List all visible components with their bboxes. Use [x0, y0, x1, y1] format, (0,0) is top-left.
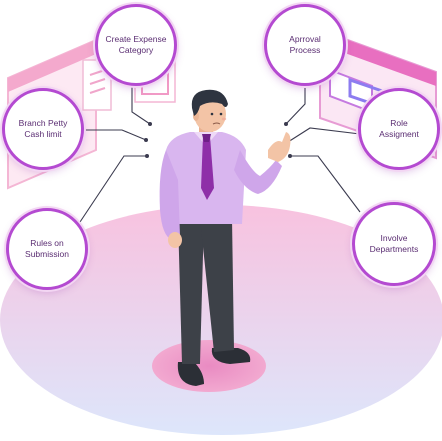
connector-involve [290, 155, 361, 213]
node-label: Aprroval Process [289, 34, 321, 55]
node-approval-process: Aprroval Process [264, 4, 346, 86]
connector-branch-petty [82, 129, 147, 141]
node-role-assignment: Role Assigment [358, 88, 440, 170]
node-label: Involve Departments [369, 233, 419, 254]
node-label: Rules on Submission [25, 238, 69, 259]
node-branch-petty-cash-limit: Branch Petty Cash limit [2, 88, 84, 170]
node-label: Branch Petty Cash limit [18, 118, 68, 139]
node-label: Create Expense Category [105, 34, 167, 55]
person-figure [159, 89, 291, 386]
connector-role [287, 127, 361, 143]
connector-rules-submission [79, 155, 147, 223]
node-involve-departments: Involve Departments [352, 202, 436, 286]
connector-create-expense [131, 86, 151, 125]
node-rules-on-submission: Rules on Submission [6, 208, 88, 290]
node-label: Role Assigment [379, 118, 419, 139]
connectors [79, 86, 361, 223]
spotlight [152, 340, 266, 392]
node-create-expense-category: Create Expense Category [95, 4, 177, 86]
connector-approval [285, 88, 306, 125]
